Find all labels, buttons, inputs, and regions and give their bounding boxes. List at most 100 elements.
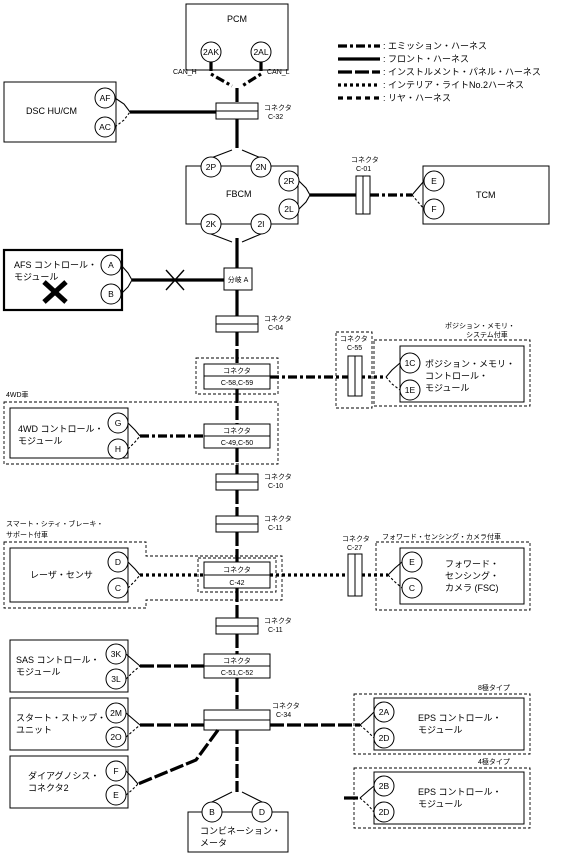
- laser-note-2: サポート付車: [6, 530, 48, 539]
- laser-pin-d-label: D: [115, 557, 121, 567]
- posmem-pin-1c-label: 1C: [405, 358, 416, 368]
- meter-twist-a: [211, 791, 233, 803]
- combination-meter-module: B D コンビネーション・ メータ: [187, 791, 289, 853]
- fbcm-bottom-twist-b: [241, 233, 262, 243]
- laser-pin-d: [107, 551, 129, 573]
- eps8-pin-2d-label: 2D: [379, 733, 390, 743]
- legend-rear-label: : リヤ・ハーネス: [383, 93, 451, 103]
- start-pin-2o-label: 2O: [110, 732, 122, 742]
- eps8-pin-2d: [373, 727, 395, 749]
- eps8-box: [373, 697, 525, 751]
- c04-top: [215, 315, 259, 325]
- c58-label: コネクタ: [223, 366, 251, 375]
- fbcm-top-twist-b: [241, 149, 262, 159]
- tcm-pin-f: [423, 198, 445, 220]
- fsc-pin-c: [401, 577, 423, 599]
- sas-pin-3l-label: 3L: [111, 674, 121, 684]
- c32-label: コネクタ: [264, 103, 292, 112]
- sas-pin-3k-label: 3K: [111, 649, 122, 659]
- laser-twist-b: [127, 574, 141, 589]
- eps4-label-2: モジュール: [418, 799, 462, 809]
- legend-interior-label: : インテリア・ライトNo.2ハーネス: [383, 80, 524, 90]
- fsc-label-1: フォワード・: [445, 559, 499, 569]
- fbcm-pin-2k-label: 2K: [206, 219, 217, 229]
- diag-twist-a: [125, 770, 139, 785]
- posmem-note-2: システム付車: [466, 330, 508, 339]
- c42-code: C-42: [229, 580, 244, 587]
- c27-label: コネクタ: [342, 534, 370, 543]
- c11a-code: C-11: [268, 525, 283, 532]
- awd-pin-g: [107, 412, 129, 434]
- fbcm-right-twist-b: [298, 194, 311, 210]
- c55-code: C-55: [347, 345, 362, 352]
- posmem-twist-b: [385, 376, 401, 391]
- connector-c42: コネクタ C-42: [197, 557, 388, 593]
- fsc-label-3: カメラ (FSC): [445, 583, 499, 593]
- meter-pin-b: [201, 801, 223, 823]
- pcm-canl-label: CAN_L: [267, 69, 290, 76]
- posmem-label-2: コントロール・: [425, 371, 488, 381]
- start-pin-2m-label: 2M: [110, 708, 122, 718]
- legend-front-label: : フロント・ハーネス: [383, 54, 469, 64]
- fbcm-module: FBCM 2P 2N 2R 2L 2K 2I: [185, 149, 412, 243]
- meter-label-2: メータ: [200, 838, 227, 848]
- awd-pin-h-label: H: [115, 444, 121, 454]
- c10-code: C-10: [268, 483, 283, 490]
- awd-label-1: 4WD コントロール・: [18, 424, 104, 434]
- pcm-box-outline: [185, 3, 289, 71]
- fsc-dashed-frame: [375, 541, 531, 611]
- afs-twist-a: [120, 264, 133, 281]
- afs-pin-b-label: B: [108, 289, 114, 299]
- c34-code: C-34: [276, 712, 291, 719]
- fsc-module: フォワード・センシング・カメラ付車 フォワード・ センシング・ カメラ (FSC…: [375, 532, 531, 611]
- fbcm-right-twist-a: [298, 180, 311, 196]
- tcm-twist-b: [411, 194, 425, 210]
- connector-c04: コネクタ C-04: [215, 314, 292, 333]
- connector-c11-upper: コネクタ C-11: [215, 514, 292, 533]
- posmem-label-3: モジュール: [425, 383, 469, 393]
- eps8-note: 8極タイプ: [478, 683, 510, 692]
- awd-dashed-frame: [3, 401, 279, 465]
- c51-bottom: [203, 665, 271, 679]
- c55-dashed-frame: [335, 331, 373, 409]
- afs-label-1: AFS コントロール・: [14, 260, 97, 270]
- c34-top: [203, 709, 271, 721]
- c01-label: コネクタ: [351, 155, 379, 164]
- start-twist-a: [125, 712, 141, 726]
- pcm-module: PCM 2AK 2AL CAN_H CAN_L: [173, 3, 290, 88]
- laser-sensor-module: スマート・シティ・ブレーキ・ サポート付車 レーザ・センサ D C: [3, 519, 283, 609]
- c27-left: [347, 553, 356, 597]
- c11b-top: [215, 617, 259, 627]
- c42-bottom: [203, 574, 271, 589]
- connector-c34: コネクタ C-34: [137, 701, 360, 792]
- connector-c51-c52: コネクタ C-51,C-52: [203, 653, 271, 679]
- tcm-label: TCM: [476, 190, 496, 200]
- pcm-pin-2ak-label: 2AK: [203, 47, 219, 57]
- c11b-code: C-11: [268, 627, 283, 634]
- tcm-twist-a: [411, 180, 425, 196]
- junction-a-label: 分岐 A: [228, 275, 249, 284]
- awd-note: 4WD車: [6, 390, 29, 399]
- c11a-bottom: [215, 523, 259, 533]
- laser-dashed-frame: [3, 541, 283, 609]
- awd-twist-b: [127, 435, 141, 450]
- junction-a: 分岐 A: [223, 267, 253, 291]
- c27-right: [354, 553, 363, 597]
- c55-label: コネクタ: [340, 334, 368, 343]
- eps-8pin-module: 8極タイプ EPS コントロール・ モジュール 2A 2D: [353, 683, 531, 755]
- tcm-pin-f-label: F: [431, 204, 436, 214]
- tcm-box: [422, 165, 550, 225]
- eps4-pin-2d: [373, 801, 395, 823]
- c01-left: [355, 175, 364, 215]
- dsc-module: DSC HU/CM AF AC: [3, 81, 216, 143]
- afs-open-circuit-x-icon: [165, 269, 185, 291]
- afs-label-2: モジュール: [14, 272, 58, 282]
- c51-label: コネクタ: [223, 656, 251, 665]
- laser-pin-c-label: C: [115, 583, 121, 593]
- c27-code: C-27: [347, 545, 362, 552]
- pcm-canl-wire: [241, 62, 263, 88]
- posmem-pin-1e: [399, 379, 421, 401]
- dsc-pin-ac-label: AC: [99, 122, 111, 132]
- c42-label: コネクタ: [223, 565, 251, 574]
